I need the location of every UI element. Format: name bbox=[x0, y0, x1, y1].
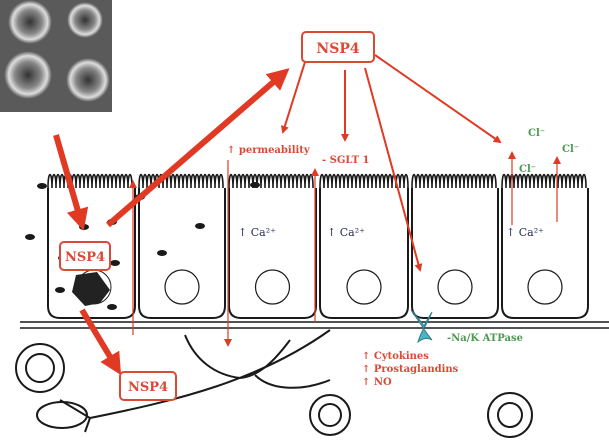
nsp4-box-cell: NSP4 bbox=[59, 241, 111, 271]
svg-text:↑ Ca²⁺: ↑ Ca²⁺ bbox=[506, 226, 544, 239]
microvilli bbox=[319, 173, 409, 189]
microvilli bbox=[411, 173, 497, 189]
microvilli bbox=[47, 173, 133, 189]
epithelial-cell bbox=[501, 188, 589, 319]
nucleus bbox=[346, 269, 382, 305]
virus-particle bbox=[25, 234, 35, 240]
svg-text:NSP4: NSP4 bbox=[65, 250, 105, 265]
epithelial-cell bbox=[228, 188, 317, 319]
svg-text:NSP4: NSP4 bbox=[316, 41, 359, 57]
virus-particle bbox=[250, 182, 260, 188]
nucleus bbox=[527, 269, 563, 305]
no-label: ↑ NO bbox=[362, 377, 392, 388]
svg-text:↑ Ca²⁺: ↑ Ca²⁺ bbox=[238, 226, 276, 239]
lamina-propria bbox=[15, 329, 533, 438]
epithelial-cell bbox=[47, 188, 136, 319]
chloride-label: Cl⁻ bbox=[562, 144, 579, 155]
microvilli bbox=[228, 173, 314, 189]
sglt1-label: - SGLT 1 bbox=[322, 155, 370, 166]
prostaglandins-label: ↑ Prostaglandins bbox=[362, 364, 459, 375]
virus-particle bbox=[195, 223, 205, 229]
calcium-labels: ↑ Ca²⁺ ↑ Ca²⁺ ↑ Ca²⁺ bbox=[238, 226, 544, 239]
arrows bbox=[53, 54, 561, 376]
cytokines-label: ↑ Cytokines bbox=[362, 351, 429, 362]
virus-particle bbox=[107, 304, 117, 310]
na-k-atpase-label: -Na/K ATPase bbox=[447, 333, 523, 344]
epithelial-cell bbox=[138, 188, 226, 319]
virus-particle bbox=[157, 250, 167, 256]
viroplasm bbox=[72, 272, 110, 306]
svg-text:NSP4: NSP4 bbox=[128, 380, 168, 395]
permeability-label: ↑ permeability bbox=[227, 145, 311, 156]
microvilli bbox=[138, 173, 224, 189]
chloride-label: Cl⁻ bbox=[519, 164, 536, 175]
nsp4-box-top: NSP4 bbox=[301, 31, 375, 63]
epithelial-cell bbox=[411, 188, 499, 319]
microvilli bbox=[501, 173, 587, 189]
chloride-label: Cl⁻ bbox=[528, 128, 545, 139]
nsp4-box-bottom: NSP4 bbox=[119, 371, 177, 401]
virus-particle bbox=[110, 260, 120, 266]
virus-particle bbox=[37, 183, 47, 189]
virus-micrograph bbox=[0, 0, 112, 112]
nucleus bbox=[164, 269, 200, 305]
nucleus bbox=[437, 269, 473, 305]
na-k-atpase-channel bbox=[410, 309, 433, 344]
virus-particle bbox=[55, 287, 65, 293]
epithelial-cell bbox=[319, 188, 409, 319]
svg-text:↑ Ca²⁺: ↑ Ca²⁺ bbox=[327, 226, 365, 239]
nucleus bbox=[254, 269, 291, 305]
